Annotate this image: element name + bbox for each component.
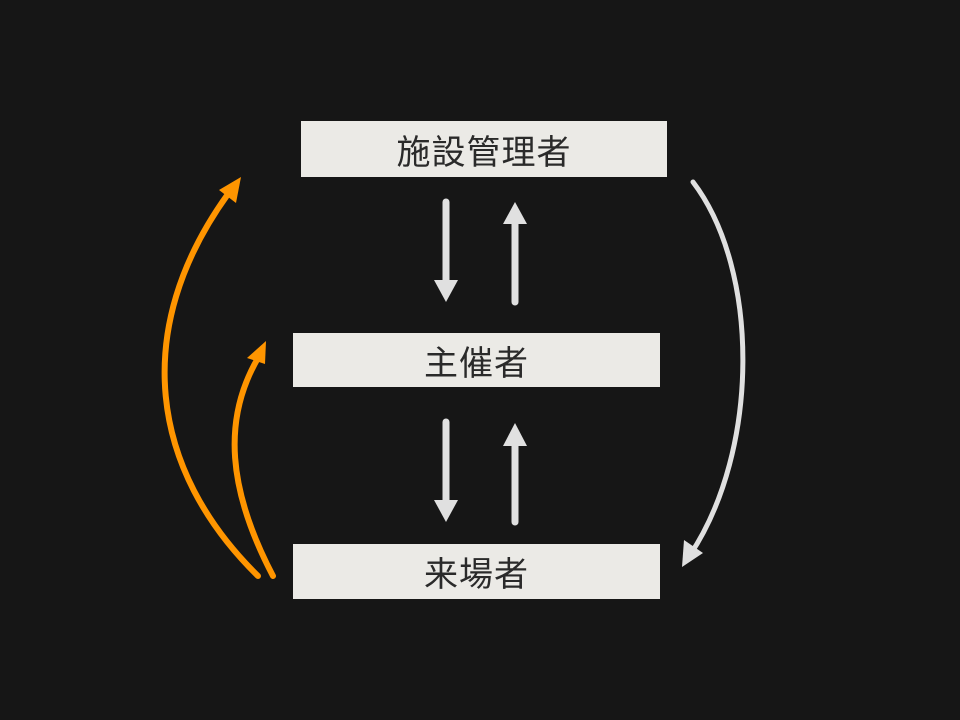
arrow-organizer-to-manager [503,202,527,306]
node-label: 来場者 [424,555,529,595]
arrow-manager-to-organizer [434,198,458,302]
node-organizer: 主催者 [293,333,660,387]
node-visitor: 来場者 [293,544,660,599]
node-label: 主催者 [424,343,529,384]
arrow-visitor-to-organizer [503,423,527,526]
arrow-visitor-to-organizer-orange [231,341,276,579]
arrow-organizer-to-visitor [434,418,458,522]
node-facility-manager: 施設管理者 [301,121,667,177]
arrow-visitor-to-manager [161,177,261,579]
arrow-manager-to-visitor [682,179,746,567]
node-label: 施設管理者 [396,132,572,173]
